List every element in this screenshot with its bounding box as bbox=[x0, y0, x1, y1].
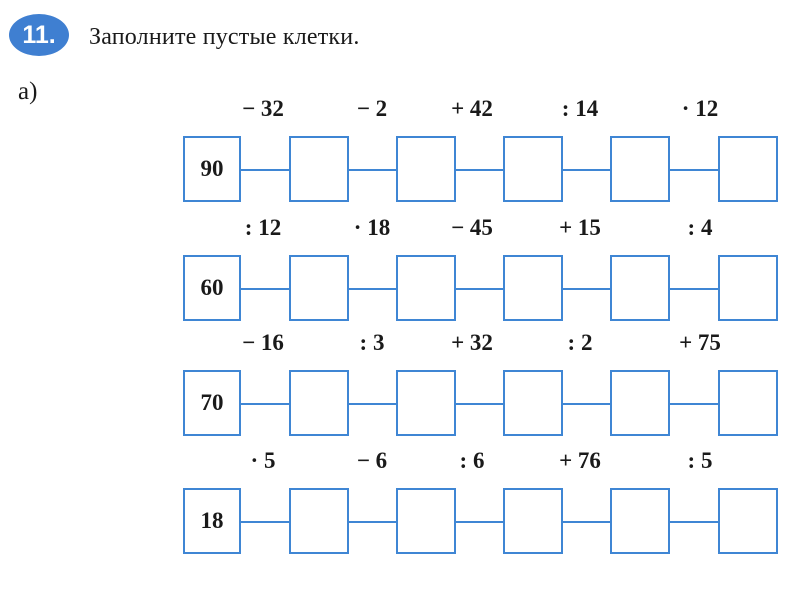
empty-answer-box[interactable] bbox=[289, 370, 349, 436]
empty-answer-box[interactable] bbox=[718, 488, 778, 554]
operation-label: · 5 bbox=[250, 448, 276, 473]
connector-line bbox=[563, 288, 610, 290]
operation-label: · 12 bbox=[681, 96, 719, 121]
empty-answer-box[interactable] bbox=[610, 255, 670, 321]
operation-label: : 6 bbox=[459, 448, 485, 473]
empty-answer-box[interactable] bbox=[396, 136, 456, 202]
part-label: а) bbox=[18, 78, 38, 105]
connector-line bbox=[241, 521, 289, 523]
chain-row: · 5 − 6 : 6 + 76 : 5 18 bbox=[0, 448, 800, 568]
empty-answer-box[interactable] bbox=[396, 370, 456, 436]
connector-line bbox=[670, 521, 718, 523]
chain-row: − 16 : 3 + 32 : 2 + 75 70 bbox=[0, 330, 800, 450]
empty-answer-box[interactable] bbox=[610, 488, 670, 554]
connector-line bbox=[563, 169, 610, 171]
chain-row: − 32 − 2 + 42 : 14 · 12 90 bbox=[0, 96, 800, 216]
connector-line bbox=[349, 288, 396, 290]
connector-line bbox=[349, 169, 396, 171]
operation-label: : 14 bbox=[561, 96, 599, 121]
operation-label: : 12 bbox=[244, 215, 282, 240]
task-instruction: Заполните пустые клетки. bbox=[89, 24, 360, 50]
task-number-badge: 11. bbox=[9, 14, 69, 56]
connector-line bbox=[563, 403, 610, 405]
operation-label: : 5 bbox=[687, 448, 713, 473]
operation-label: : 3 bbox=[359, 330, 385, 355]
start-value-box: 18 bbox=[183, 488, 241, 554]
connector-line bbox=[456, 169, 503, 171]
connector-line bbox=[241, 403, 289, 405]
empty-answer-box[interactable] bbox=[503, 255, 563, 321]
operation-label: : 2 bbox=[567, 330, 593, 355]
empty-answer-box[interactable] bbox=[718, 136, 778, 202]
empty-answer-box[interactable] bbox=[718, 255, 778, 321]
operation-label: + 15 bbox=[559, 215, 601, 240]
operation-label: − 45 bbox=[451, 215, 493, 240]
empty-answer-box[interactable] bbox=[289, 488, 349, 554]
start-value-box: 90 bbox=[183, 136, 241, 202]
empty-answer-box[interactable] bbox=[718, 370, 778, 436]
connector-line bbox=[456, 521, 503, 523]
empty-answer-box[interactable] bbox=[610, 136, 670, 202]
operation-label: + 76 bbox=[559, 448, 601, 473]
empty-answer-box[interactable] bbox=[396, 488, 456, 554]
connector-line bbox=[670, 403, 718, 405]
start-value-box: 70 bbox=[183, 370, 241, 436]
empty-answer-box[interactable] bbox=[289, 136, 349, 202]
chain-row: : 12 · 18 − 45 + 15 : 4 60 bbox=[0, 215, 800, 335]
connector-line bbox=[670, 169, 718, 171]
task-number: 11. bbox=[22, 20, 56, 49]
empty-answer-box[interactable] bbox=[503, 488, 563, 554]
empty-answer-box[interactable] bbox=[396, 255, 456, 321]
connector-line bbox=[456, 288, 503, 290]
connector-line bbox=[349, 521, 396, 523]
empty-answer-box[interactable] bbox=[610, 370, 670, 436]
empty-answer-box[interactable] bbox=[289, 255, 349, 321]
operation-label: + 42 bbox=[451, 96, 493, 121]
operation-label: − 16 bbox=[242, 330, 284, 355]
connector-line bbox=[456, 403, 503, 405]
operation-label: · 18 bbox=[353, 215, 391, 240]
connector-line bbox=[241, 288, 289, 290]
empty-answer-box[interactable] bbox=[503, 370, 563, 436]
operation-label: + 75 bbox=[679, 330, 721, 355]
operation-label: − 32 bbox=[242, 96, 284, 121]
operation-label: − 2 bbox=[356, 96, 388, 121]
operation-label: + 32 bbox=[451, 330, 493, 355]
connector-line bbox=[563, 521, 610, 523]
operation-label: − 6 bbox=[356, 448, 388, 473]
start-value-box: 60 bbox=[183, 255, 241, 321]
empty-answer-box[interactable] bbox=[503, 136, 563, 202]
connector-line bbox=[349, 403, 396, 405]
connector-line bbox=[241, 169, 289, 171]
operation-label: : 4 bbox=[687, 215, 713, 240]
connector-line bbox=[670, 288, 718, 290]
